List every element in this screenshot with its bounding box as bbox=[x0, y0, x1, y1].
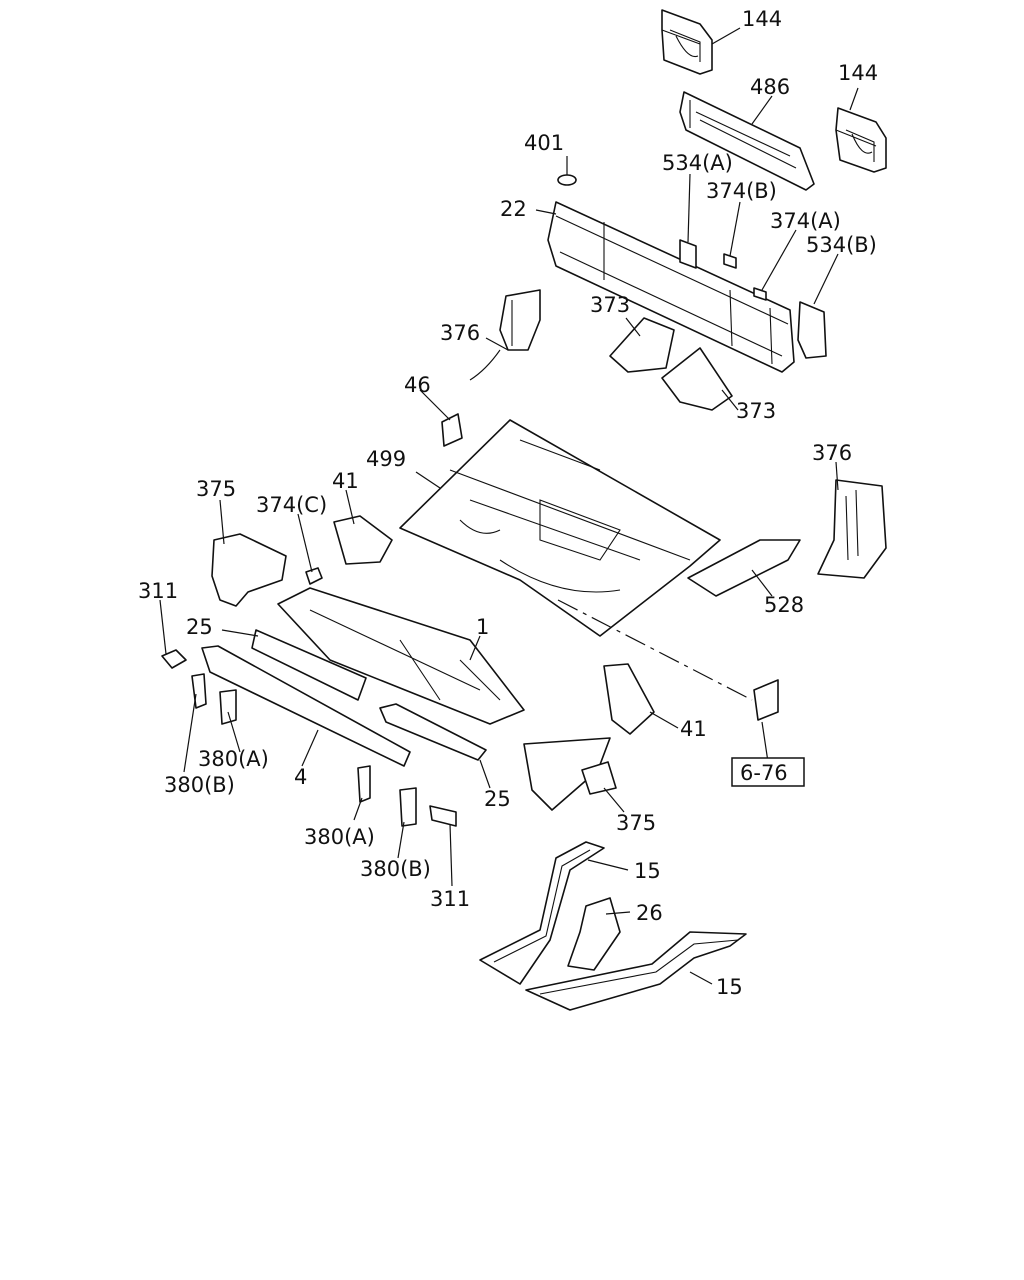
callout-26: 26 bbox=[636, 901, 663, 925]
callout-401: 401 bbox=[524, 131, 564, 155]
callout-311-left: 311 bbox=[138, 579, 178, 603]
part-373-upper bbox=[609, 317, 675, 373]
reference-label[interactable]: 6-76 bbox=[740, 761, 788, 785]
part-26 bbox=[567, 897, 621, 971]
part-376-right bbox=[817, 479, 887, 579]
part-41-left bbox=[333, 515, 393, 565]
part-1 bbox=[277, 587, 525, 725]
callout-499: 499 bbox=[366, 447, 406, 471]
part-46 bbox=[441, 413, 463, 447]
callout-25-upper: 25 bbox=[186, 615, 213, 639]
callout-380b-left: 380(B) bbox=[164, 773, 235, 797]
callout-380b-mid: 380(B) bbox=[360, 857, 431, 881]
callout-376-upper: 376 bbox=[440, 321, 480, 345]
part-374b bbox=[723, 253, 737, 269]
callout-534b: 534(B) bbox=[806, 233, 877, 257]
callout-144-left: 144 bbox=[742, 7, 782, 31]
reference-box[interactable]: 6-76 bbox=[731, 757, 805, 787]
part-144-right bbox=[835, 107, 887, 173]
part-376-upper bbox=[469, 289, 541, 381]
part-311-mid bbox=[429, 805, 457, 827]
callout-15-upper: 15 bbox=[634, 859, 661, 883]
callout-380a-mid: 380(A) bbox=[304, 825, 375, 849]
callout-311-mid: 311 bbox=[430, 887, 470, 911]
leader-lines bbox=[159, 27, 859, 985]
callout-46: 46 bbox=[404, 373, 431, 397]
part-401 bbox=[557, 174, 577, 186]
callout-15-lower: 15 bbox=[716, 975, 743, 999]
part-25-lower bbox=[379, 703, 487, 761]
part-373-lower bbox=[661, 347, 733, 411]
callout-375-right: 375 bbox=[616, 811, 656, 835]
callout-41-left: 41 bbox=[332, 469, 359, 493]
callout-374a: 374(A) bbox=[770, 209, 841, 233]
callout-380a-left: 380(A) bbox=[198, 747, 269, 771]
part-41-right bbox=[603, 663, 655, 735]
callout-4: 4 bbox=[294, 765, 307, 789]
callout-374b: 374(B) bbox=[706, 179, 777, 203]
callout-373-upper: 373 bbox=[590, 293, 630, 317]
callout-375-left: 375 bbox=[196, 477, 236, 501]
part-144-left bbox=[661, 9, 713, 75]
part-374c bbox=[305, 567, 323, 585]
part-25-upper bbox=[251, 629, 367, 701]
part-380-mid bbox=[357, 765, 417, 827]
part-15-lower bbox=[525, 931, 747, 1011]
callout-144-right: 144 bbox=[838, 61, 878, 85]
part-311-left bbox=[161, 649, 187, 669]
part-375-left bbox=[211, 533, 287, 607]
part-534b bbox=[797, 301, 827, 359]
callout-labels: 144 144 486 401 534(A) 374(B) 22 374(A) … bbox=[138, 7, 878, 999]
callout-374c: 374(C) bbox=[256, 493, 327, 517]
callout-373-lower: 373 bbox=[736, 399, 776, 423]
part-6-76-sheet bbox=[753, 679, 779, 721]
part-374a bbox=[753, 287, 767, 301]
part-528 bbox=[687, 539, 801, 597]
part-15-upper bbox=[479, 841, 605, 985]
callout-22: 22 bbox=[500, 197, 527, 221]
callout-486: 486 bbox=[750, 75, 790, 99]
callout-41-right: 41 bbox=[680, 717, 707, 741]
callout-528: 528 bbox=[764, 593, 804, 617]
callout-376-right: 376 bbox=[812, 441, 852, 465]
part-534a bbox=[679, 239, 697, 269]
callout-25-lower: 25 bbox=[484, 787, 511, 811]
callout-1: 1 bbox=[476, 615, 489, 639]
part-486 bbox=[679, 91, 815, 191]
part-375-right bbox=[523, 737, 617, 811]
callout-534a: 534(A) bbox=[662, 151, 733, 175]
part-22 bbox=[547, 201, 795, 373]
part-4 bbox=[201, 645, 411, 767]
part-499 bbox=[399, 419, 721, 637]
